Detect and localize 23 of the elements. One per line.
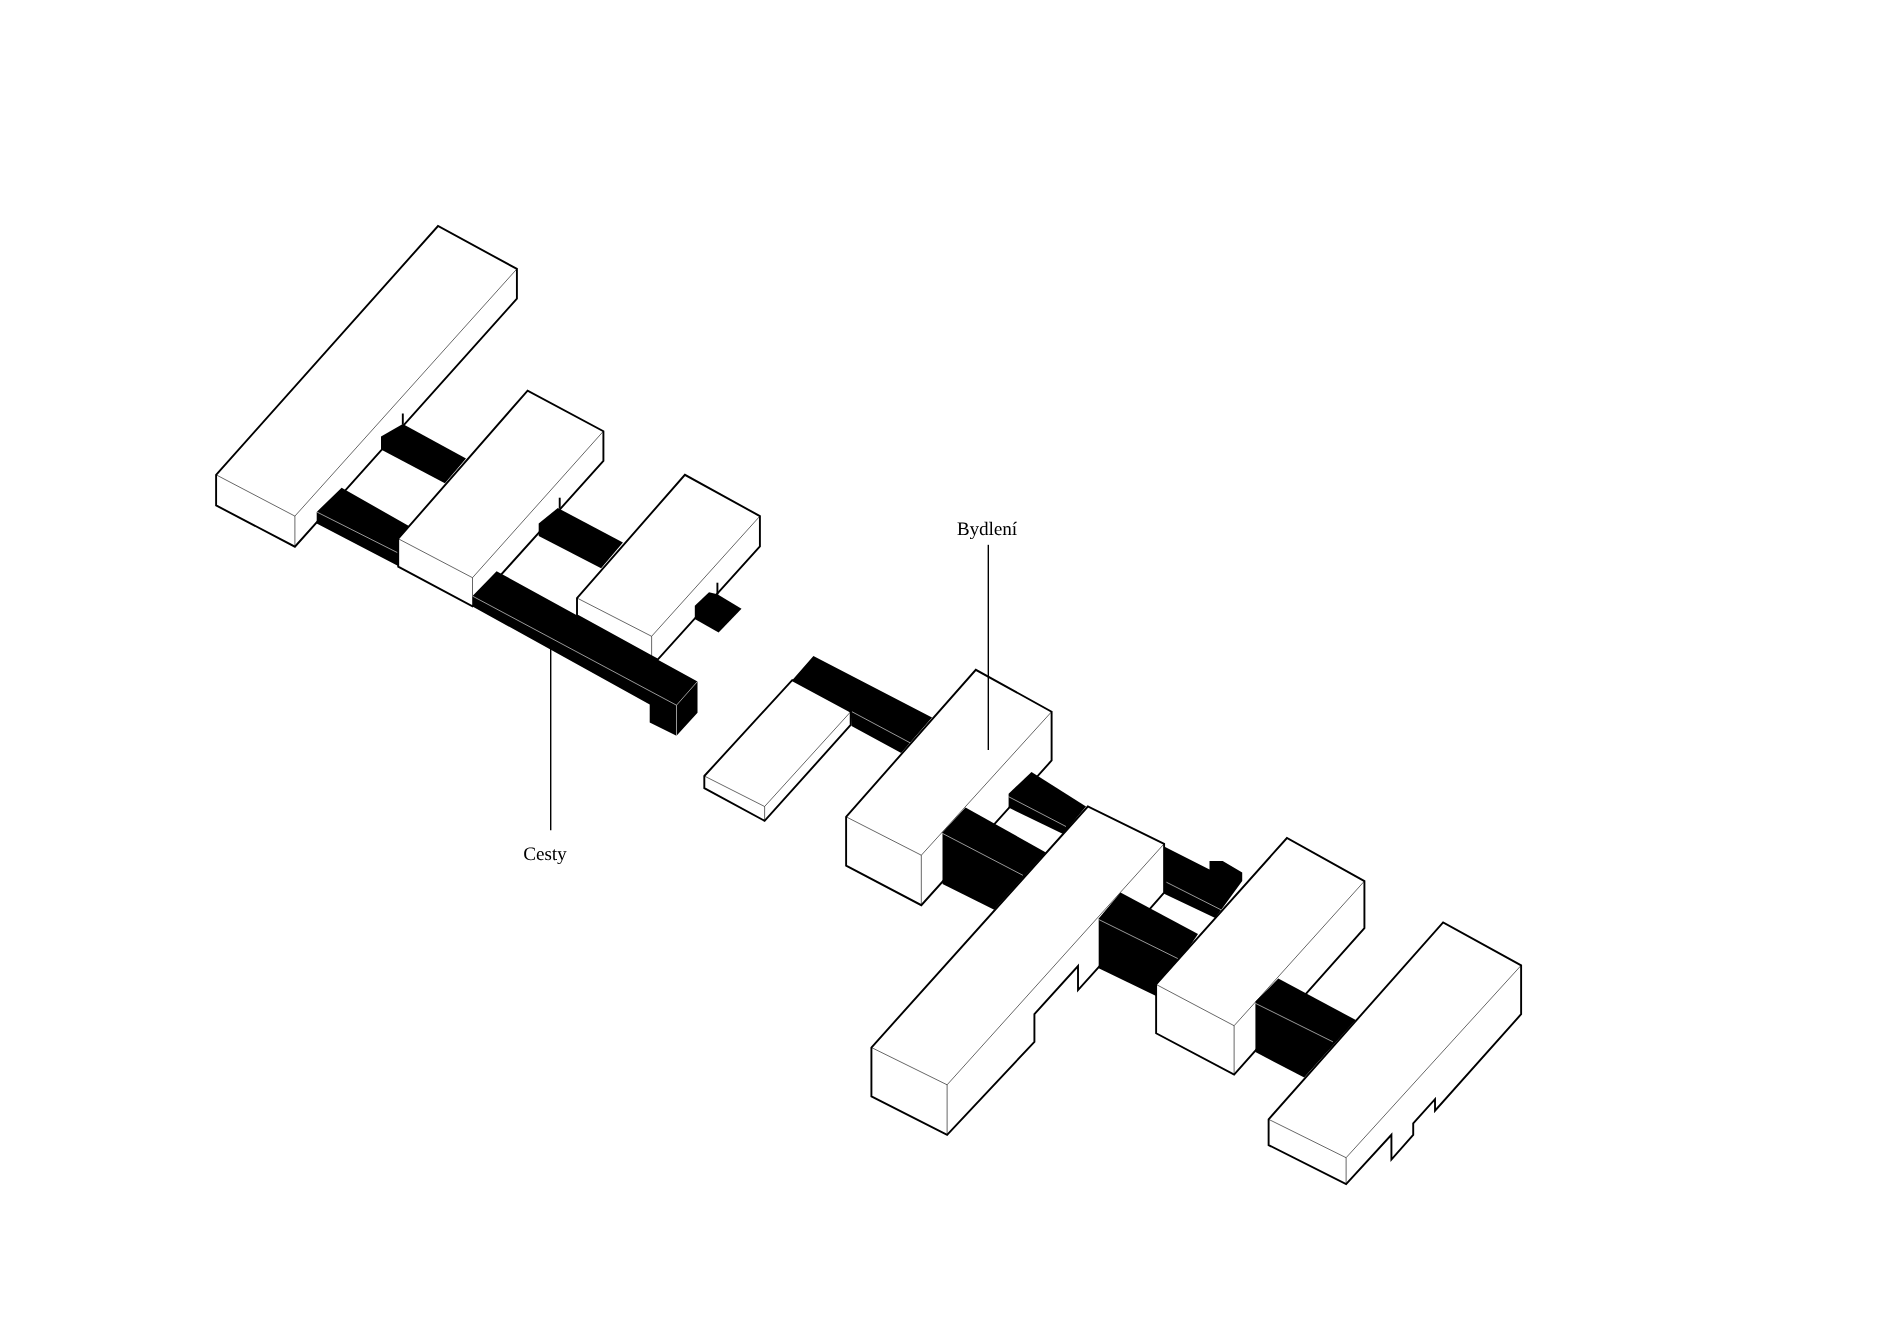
building-block [576,473,761,661]
building-block [397,389,605,608]
path-bar [1008,772,1086,834]
path-bar [1255,978,1356,1078]
callout-label: Bydlení [957,521,1017,540]
leader-line [550,647,552,831]
building-block [1267,921,1523,1186]
path-bar [1098,892,1198,996]
path-bar [1164,846,1243,918]
building-block [215,224,518,548]
path-bar [381,412,466,484]
leader-line [987,544,989,751]
path-bar [538,496,623,569]
building-block [845,668,1053,907]
path-bar [316,487,410,566]
callout-label: Cesty [524,847,567,865]
building-block [870,805,1166,1136]
building-block [1155,836,1366,1076]
path-bar [472,571,698,737]
path-bar [694,581,742,633]
building-block [703,679,852,822]
path-bar [942,807,1046,910]
path-bar [792,656,932,753]
